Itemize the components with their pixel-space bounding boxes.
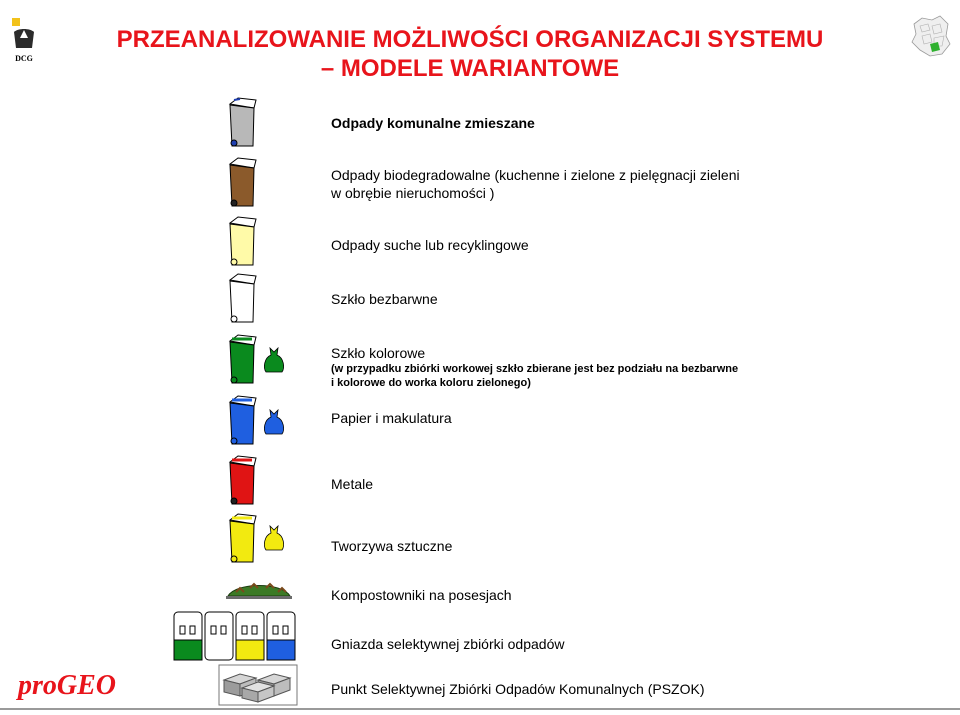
yellow-bin-icon <box>228 513 257 563</box>
progeo-logo: proGEO <box>18 670 117 701</box>
dcg-logo-text: DCG <box>15 54 33 63</box>
page-title-line1: PRZEANALIZOWANIE MOŻLIWOŚCI ORGANIZACJI … <box>116 26 824 53</box>
bin-cluster-icon <box>173 611 296 661</box>
yellow-bag-icon <box>264 524 284 551</box>
label-biodegradable-line2: w obrębie nieruchomości ) <box>331 185 495 201</box>
red-bin-icon <box>228 455 257 505</box>
compost-heap-icon <box>226 582 292 599</box>
label-clear-glass: Szkło bezbarwne <box>331 291 438 307</box>
pale-yellow-bin-icon <box>228 216 257 266</box>
label-colored-glass-note1: (w przypadku zbiórki workowej szkło zbie… <box>331 363 739 375</box>
white-bin-icon <box>228 273 257 323</box>
container-depot-icon <box>218 664 298 706</box>
label-pszok: Punkt Selektywnej Zbiórki Odpadów Komuna… <box>331 681 705 697</box>
green-bag-icon <box>264 346 284 373</box>
label-paper: Papier i makulatura <box>331 410 452 426</box>
brown-bin-icon <box>228 157 257 207</box>
label-composters: Kompostowniki na posesjach <box>331 587 512 603</box>
label-dry-recyclable: Odpady suche lub recyklingowe <box>331 237 529 253</box>
green-bin-icon <box>228 334 257 384</box>
page-title-line2: – MODELE WARIANTOWE <box>320 55 620 82</box>
label-colored-glass-note2: i kolorowe do worka koloru zielonego) <box>331 377 531 389</box>
label-mixed-waste: Odpady komunalne zmieszane <box>331 115 535 131</box>
label-colored-glass: Szkło kolorowe <box>331 345 426 361</box>
blue-bag-icon <box>264 408 284 435</box>
label-plastics: Tworzywa sztuczne <box>331 538 453 554</box>
label-collection-nests: Gniazda selektywnej zbiórki odpadów <box>331 636 565 652</box>
gray-bin-icon <box>228 97 257 147</box>
blue-bin-icon <box>228 395 257 445</box>
region-map-icon <box>911 15 951 57</box>
footer-divider <box>0 708 960 710</box>
dcg-logo-icon: DCG <box>8 18 40 64</box>
label-biodegradable: Odpady biodegradowalne (kuchenne i zielo… <box>331 167 740 183</box>
label-metals: Metale <box>331 476 374 492</box>
